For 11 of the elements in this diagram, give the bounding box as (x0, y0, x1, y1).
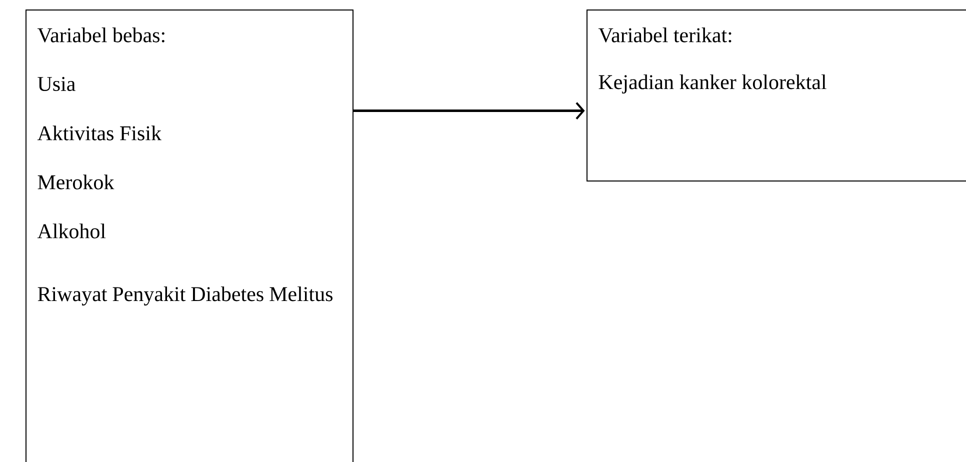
label-text: Kejadian kanker kolorektal (598, 74, 826, 94)
variable-box (586, 10, 966, 182)
label-text: Merokok (38, 174, 114, 190)
label-text: Usia (38, 76, 76, 92)
label-text: Alkohol (37, 224, 106, 238)
label-text: Riwayat Penyakit Diabetes Melitus (38, 286, 332, 306)
arrow (353, 102, 585, 120)
label-text: Variabel terikat: (598, 28, 732, 42)
label-text: Variabel bebas: (37, 28, 164, 42)
label-text: Aktivitas Fisik (37, 126, 162, 140)
variable-box (26, 10, 354, 462)
